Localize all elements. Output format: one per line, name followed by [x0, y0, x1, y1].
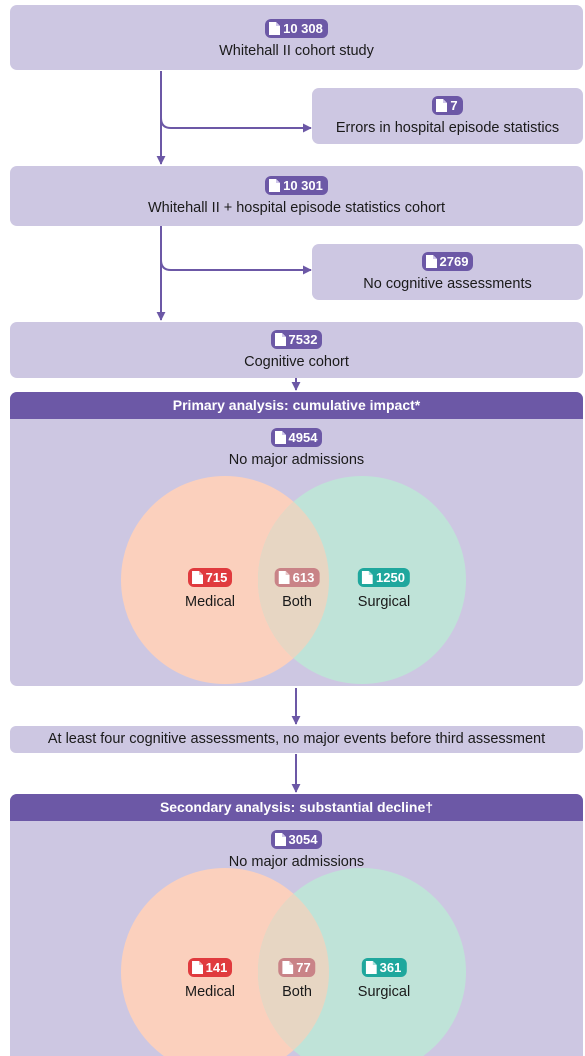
count-value: 361 — [379, 960, 402, 975]
document-icon — [278, 571, 290, 584]
node-label: No major admissions — [228, 854, 365, 870]
document-icon — [282, 961, 294, 974]
venn-label: Both — [282, 984, 312, 1000]
count-badge: 7532 — [270, 330, 323, 349]
document-icon — [269, 179, 281, 192]
panel-primary: Primary analysis: cumulative impact* 495… — [10, 392, 583, 686]
venn-label: Surgical — [357, 594, 411, 610]
document-icon — [362, 571, 374, 584]
document-icon — [274, 833, 286, 846]
arrow-to-no-cognitive — [160, 259, 312, 275]
panel-title: Primary analysis: cumulative impact* — [10, 392, 583, 419]
count-value: 7532 — [288, 332, 318, 347]
document-icon — [365, 961, 377, 974]
venn-label: Medical — [185, 984, 235, 1000]
count-badge: 361 — [361, 958, 407, 977]
document-icon — [436, 99, 448, 112]
document-icon — [274, 431, 286, 444]
count-value: 715 — [205, 570, 228, 585]
count-badge: 3054 — [270, 830, 323, 849]
count-badge: 141 — [187, 958, 233, 977]
node-label: Errors in hospital episode statistics — [335, 120, 560, 136]
node-errors: 7 Errors in hospital episode statistics — [312, 88, 583, 144]
count-value: 10 301 — [283, 178, 323, 193]
venn-diagram — [121, 476, 466, 684]
node-whitehall: 10 308 Whitehall II cohort study — [10, 5, 583, 70]
no-admissions: 3054 No major admissions — [10, 830, 583, 871]
panel-title: Secondary analysis: substantial decline† — [10, 794, 583, 821]
venn-label: Medical — [185, 594, 235, 610]
count-value: 2769 — [439, 254, 469, 269]
document-icon — [191, 571, 203, 584]
node-label: Cognitive cohort — [244, 354, 349, 370]
venn-overlap — [258, 476, 329, 684]
count-badge: 613 — [274, 568, 320, 587]
count-badge: 4954 — [270, 428, 323, 447]
venn-label: Both — [282, 594, 312, 610]
venn-surgical: 1250 Surgical — [358, 568, 410, 611]
count-badge: 7 — [432, 96, 463, 115]
node-criteria: At least four cognitive assessments, no … — [10, 726, 583, 753]
venn-diagram — [121, 868, 466, 1056]
count-value: 1250 — [376, 570, 405, 585]
count-value: 7 — [450, 98, 458, 113]
node-hes-cohort: 10 301 Whitehall II + hospital episode s… — [10, 166, 583, 226]
venn-medical: 141 Medical — [185, 958, 235, 1001]
count-value: 141 — [205, 960, 228, 975]
panel-secondary: Secondary analysis: substantial decline†… — [10, 794, 583, 1056]
count-value: 3054 — [288, 832, 318, 847]
node-cognitive: 7532 Cognitive cohort — [10, 322, 583, 378]
count-badge: 10 308 — [265, 19, 328, 38]
venn-both: 613 Both — [274, 568, 320, 611]
venn-medical: 715 Medical — [185, 568, 235, 611]
document-icon — [425, 255, 437, 268]
venn-overlap — [258, 868, 329, 1056]
count-badge: 77 — [278, 958, 316, 977]
document-icon — [269, 22, 281, 35]
document-icon — [191, 961, 203, 974]
count-value: 77 — [296, 960, 311, 975]
node-label: Whitehall II + hospital episode statisti… — [148, 200, 445, 216]
node-no-cognitive: 2769 No cognitive assessments — [312, 244, 583, 300]
count-badge: 2769 — [421, 252, 474, 271]
count-value: 4954 — [288, 430, 318, 445]
venn-surgical: 361 Surgical — [358, 958, 410, 1001]
node-label: No major admissions — [228, 452, 365, 468]
arrow-to-errors — [160, 117, 312, 133]
count-value: 613 — [292, 570, 315, 585]
document-icon — [274, 333, 286, 346]
node-label: No cognitive assessments — [363, 276, 532, 292]
venn-label: Surgical — [357, 984, 411, 1000]
count-badge: 1250 — [358, 568, 410, 587]
count-value: 10 308 — [283, 21, 323, 36]
node-label: Whitehall II cohort study — [219, 43, 374, 59]
no-admissions: 4954 No major admissions — [10, 428, 583, 469]
count-badge: 10 301 — [265, 176, 328, 195]
venn-both: 77 Both — [278, 958, 316, 1001]
count-badge: 715 — [187, 568, 233, 587]
